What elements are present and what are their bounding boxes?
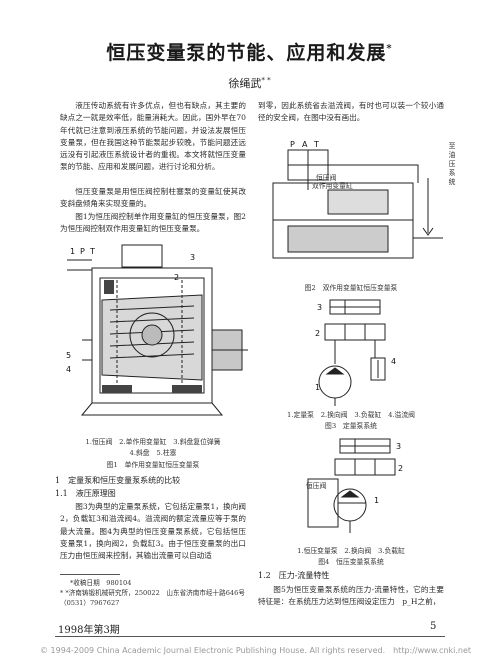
figure-2-pump-diagram: P A T bbox=[272, 140, 443, 259]
section-1-heading: 1 定量泵和恒压变量泵系统的比较 bbox=[55, 476, 181, 485]
right-paragraph-bottom: 图5为恒压变量泵系统的压力-流量特性，它的主要特征是：在系统压力达到恒压阀设定压… bbox=[258, 585, 444, 607]
left-paragraph-2: 恒压变量泵是用恒压阀控制柱塞泵的变量缸使其改变斜盘倾角来实现变量的。 bbox=[60, 187, 246, 209]
svg-text:4: 4 bbox=[391, 357, 396, 366]
figure-2-cylinder-label: 双作用变量缸 bbox=[312, 182, 353, 190]
svg-text:P: P bbox=[80, 247, 85, 256]
svg-text:1: 1 bbox=[374, 496, 379, 505]
left-paragraph-1: 液压传动系统有许多优点，但也有缺点，其主要的缺点之一就是效率低，能量消耗大。因此… bbox=[60, 101, 246, 172]
author-footnote-mark: * * bbox=[261, 76, 271, 85]
svg-text:1: 1 bbox=[70, 247, 75, 256]
footer-rule bbox=[55, 636, 445, 637]
figure-4-caption: 图4 恒压变量泵系统 bbox=[318, 558, 384, 566]
figure-4-valve-label: 恒压阀 bbox=[306, 482, 327, 490]
figure-3-circuit-diagram: 3 2 4 1 bbox=[315, 299, 396, 406]
figure-1-caption: 图1 单作用变量缸恒压变量泵 bbox=[106, 461, 200, 469]
svg-text:2: 2 bbox=[398, 464, 403, 473]
figure-2-valve-label: 恒压阀 bbox=[316, 174, 337, 182]
svg-text:2: 2 bbox=[315, 329, 320, 338]
svg-text:T: T bbox=[313, 140, 319, 149]
footnote-affiliation: * *济南铸锻机械研究所，250022 山东省济南市经十路646号 （0531）… bbox=[60, 589, 252, 607]
author-line: 徐绳武* * bbox=[0, 75, 499, 91]
copyright-watermark: © 1994-2009 China Academic Journal Elect… bbox=[40, 646, 472, 655]
svg-text:A: A bbox=[302, 140, 308, 149]
figure-4-circuit-diagram: 3 2 1 bbox=[307, 438, 403, 533]
svg-text:2: 2 bbox=[174, 273, 179, 282]
svg-text:1: 1 bbox=[315, 383, 320, 392]
svg-text:4: 4 bbox=[66, 365, 71, 374]
figure-2-side-label: 至油压系统 bbox=[448, 142, 456, 186]
left-paragraph-4: 图3为典型的定量泵系统，它包括定量泵1，换向阀2，负载缸3和溢流阀4。溢流阀的额… bbox=[60, 502, 246, 561]
figure-1-pump-drawing: 1 P T 2 3 5 4 bbox=[66, 244, 248, 416]
figure-1-legend: 1.恒压阀 2.单作用变量缸 3.斜盘复位弹簧 bbox=[85, 438, 221, 446]
svg-text:3: 3 bbox=[396, 442, 401, 451]
svg-text:5: 5 bbox=[66, 351, 71, 360]
figure-3-caption: 图3 定量泵系统 bbox=[325, 422, 377, 430]
footnote-received-date: *收稿日期 980104 bbox=[70, 579, 132, 587]
title-text: 恒压变量泵的节能、应用和发展 bbox=[106, 42, 387, 64]
svg-text:T: T bbox=[89, 247, 95, 256]
figure-4-legend: 1.恒压变量泵 2.换向阀 3.负载缸 bbox=[297, 547, 405, 555]
section-1-2-heading: 1.2 压力-流量特性 bbox=[258, 571, 330, 580]
left-paragraph-3: 图1为恒压阀控制单作用变量缸的恒压变量泵，图2为恒压阀控制双作用变量缸的恒压变量… bbox=[60, 212, 246, 234]
right-paragraph-top: 到零，因此系统省去溢流阀，有时也可以装一个较小通径的安全阀，在图中没有画出。 bbox=[258, 101, 444, 123]
figure-3-legend: 1.定量泵 2.换向阀 3.负载缸 4.溢流阀 bbox=[287, 411, 415, 419]
author-name: 徐绳武 bbox=[228, 77, 262, 90]
footnote-rule bbox=[60, 574, 120, 575]
svg-text:P: P bbox=[290, 140, 295, 149]
title-footnote-mark: * bbox=[386, 43, 393, 55]
figure-2-caption: 图2 双作用变量缸恒压变量泵 bbox=[304, 284, 398, 292]
issue-label: 1998年第3期 bbox=[58, 625, 120, 636]
page-number: 5 bbox=[430, 621, 437, 632]
section-1-1-heading: 1.1 液压原理图 bbox=[55, 489, 116, 498]
figure-1-legend-2: 4.斜盘 5.柱塞 bbox=[129, 449, 177, 457]
article-title: 恒压变量泵的节能、应用和发展* bbox=[0, 38, 499, 65]
svg-text:3: 3 bbox=[317, 303, 322, 312]
svg-text:3: 3 bbox=[190, 253, 195, 262]
